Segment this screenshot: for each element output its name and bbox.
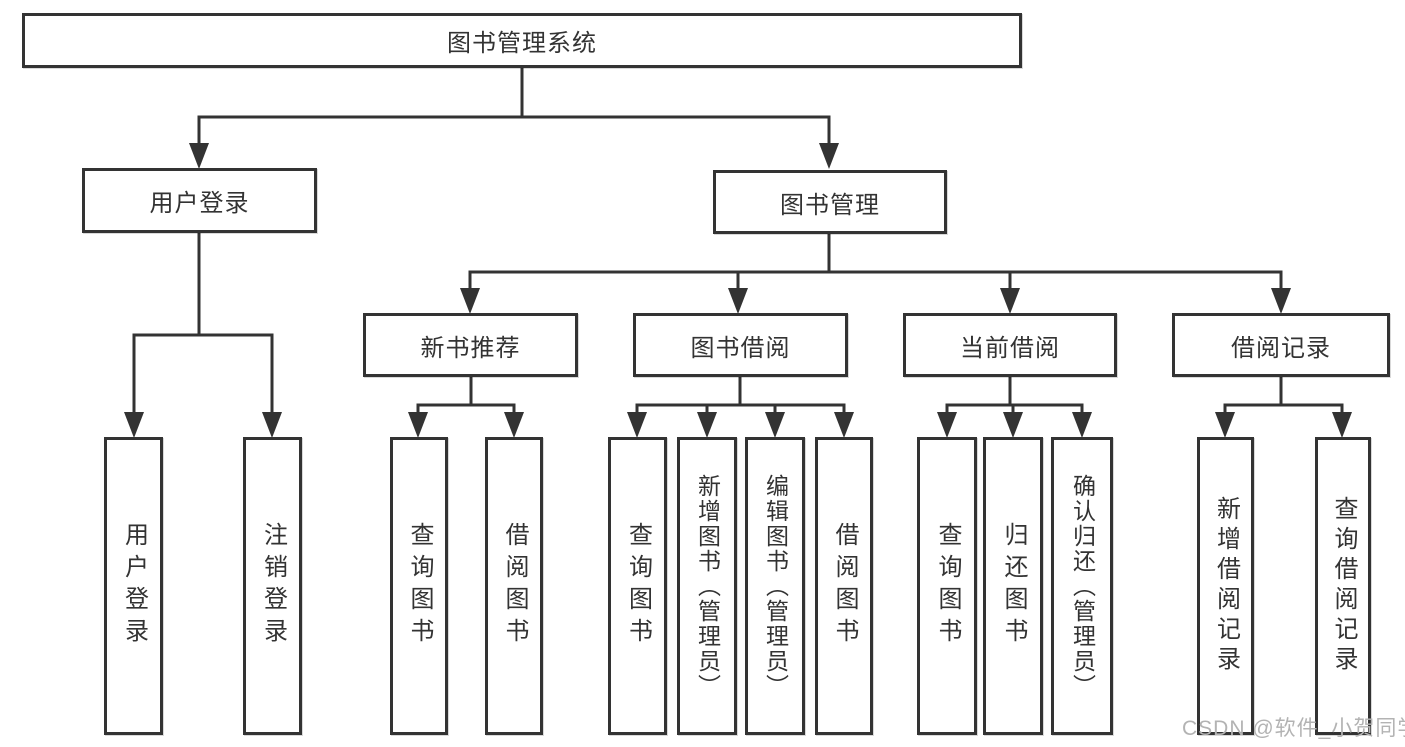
leaf-node-add-books-admin: 新增图书（管理员） [677, 437, 737, 735]
leaf-label: 用户登录 [120, 522, 148, 650]
watermark-text: CSDN @软件_小贺同学 [1182, 717, 1405, 740]
leaf-node-borrow-books-newbooks: 借阅图书 [485, 437, 543, 735]
node-new-books: 新书推荐 [363, 313, 578, 377]
leaf-label: 查询图书 [624, 522, 652, 650]
leaf-label: 注销登录 [259, 522, 287, 650]
leaf-node-add-borrow-record: 新增借阅记录 [1197, 437, 1254, 735]
leaf-label: 新增图书（管理员） [694, 473, 721, 699]
node-book-manage: 图书管理 [713, 170, 947, 234]
leaf-label: 查询图书 [934, 522, 961, 650]
node-root: 图书管理系统 [22, 13, 1022, 68]
leaf-label: 借阅图书 [501, 522, 528, 650]
leaf-node-query-borrow-record: 查询借阅记录 [1315, 437, 1371, 735]
leaf-node-query-books-current: 查询图书 [917, 437, 977, 735]
node-borrow-records: 借阅记录 [1172, 313, 1390, 377]
leaf-label: 借阅图书 [831, 522, 858, 650]
node-user-login: 用户登录 [82, 168, 317, 233]
leaf-node-logout: 注销登录 [243, 437, 302, 735]
node-book-borrow: 图书借阅 [633, 313, 848, 377]
leaf-label: 归还图书 [1000, 522, 1027, 650]
node-borrow-records-label: 借阅记录 [1231, 334, 1331, 362]
node-current-borrow-label: 当前借阅 [960, 334, 1060, 362]
node-book-borrow-label: 图书借阅 [690, 334, 791, 362]
arrowheads [124, 143, 1352, 438]
leaf-node-user-login: 用户登录 [104, 437, 163, 735]
leaf-label: 编辑图书（管理员） [762, 473, 789, 699]
leaf-node-edit-books-admin: 编辑图书（管理员） [745, 437, 805, 735]
leaf-label: 新增借阅记录 [1212, 496, 1240, 676]
node-current-borrow: 当前借阅 [903, 313, 1117, 377]
leaf-label: 查询借阅记录 [1330, 496, 1357, 676]
node-new-books-label: 新书推荐 [420, 334, 521, 362]
leaf-node-borrow-books: 借阅图书 [815, 437, 873, 735]
node-root-label: 图书管理系统 [447, 30, 597, 57]
leaf-node-query-books-borrow: 查询图书 [608, 437, 667, 735]
leaf-label: 确认归还（管理员） [1069, 473, 1096, 699]
node-book-manage-label: 图书管理 [780, 191, 880, 219]
leaf-node-return-books: 归还图书 [983, 437, 1043, 735]
leaf-label: 查询图书 [406, 522, 433, 650]
leaf-node-confirm-return-admin: 确认归还（管理员） [1051, 437, 1113, 735]
leaf-node-query-books-newbooks: 查询图书 [390, 437, 448, 735]
node-user-login-label: 用户登录 [149, 190, 250, 217]
